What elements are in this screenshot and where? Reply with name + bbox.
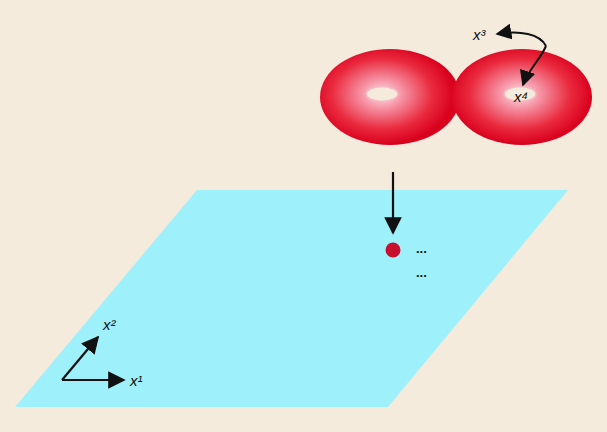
- torus-hole: [366, 87, 398, 102]
- cycle-arrow: [523, 46, 546, 85]
- axis-arrow: [62, 379, 124, 381]
- ellipsis: ...: [416, 266, 427, 279]
- ellipsis: ...: [416, 242, 427, 255]
- axis-label: x²: [103, 317, 116, 332]
- axis-label: x³: [473, 27, 486, 42]
- axis-label: x¹: [130, 373, 143, 388]
- projection-arrow: [392, 172, 394, 233]
- cycle-arrow: [497, 33, 546, 47]
- axis-arrow: [62, 337, 98, 380]
- torus: [452, 49, 592, 145]
- torus: [320, 49, 460, 145]
- point: [386, 243, 401, 258]
- plane: [15, 190, 568, 407]
- axis-label: x⁴: [514, 89, 528, 104]
